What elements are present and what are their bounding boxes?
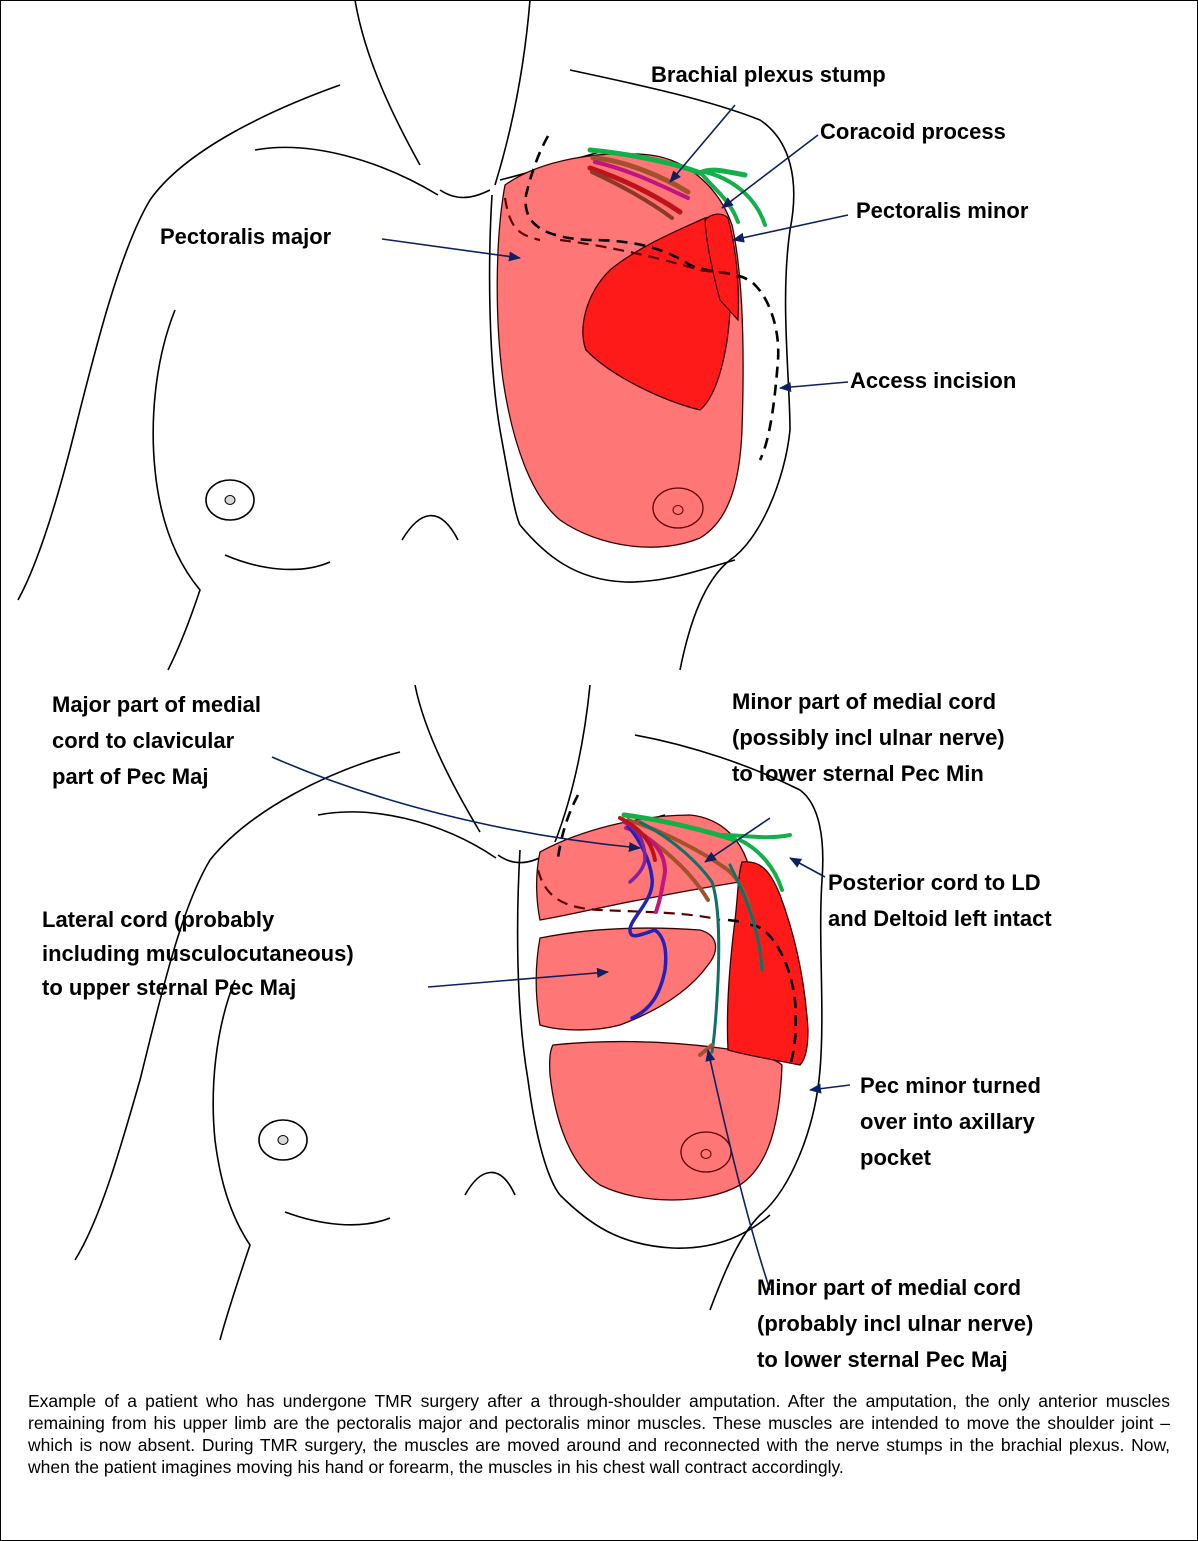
label-minor-medial-to-pec-min: Minor part of medial cord (possibly incl… (732, 684, 1005, 792)
label-major-medial-to-clavicular: Major part of medial cord to clavicular … (52, 687, 261, 795)
label-coracoid-process: Coracoid process (820, 117, 1006, 147)
pec-major-lower-sternal-part (550, 1042, 782, 1200)
label-posterior-cord: Posterior cord to LD and Deltoid left in… (828, 865, 1052, 937)
label-brachial-plexus-stump: Brachial plexus stump (651, 60, 886, 90)
figure-caption: Example of a patient who has undergone T… (28, 1390, 1170, 1478)
left-nipple-bottom (259, 1120, 307, 1160)
label-pec-minor-turned: Pec minor turned over into axillary pock… (860, 1068, 1041, 1176)
pec-major-upper-sternal-part (536, 928, 715, 1030)
left-nipple-top (206, 480, 254, 520)
label-minor-medial-to-lower-pec-maj: Minor part of medial cord (probably incl… (757, 1270, 1033, 1378)
label-lateral-cord: Lateral cord (probably including musculo… (42, 903, 354, 1005)
label-pectoralis-minor: Pectoralis minor (856, 196, 1028, 226)
label-access-incision: Access incision (850, 366, 1016, 396)
label-pectoralis-major: Pectoralis major (160, 222, 331, 252)
